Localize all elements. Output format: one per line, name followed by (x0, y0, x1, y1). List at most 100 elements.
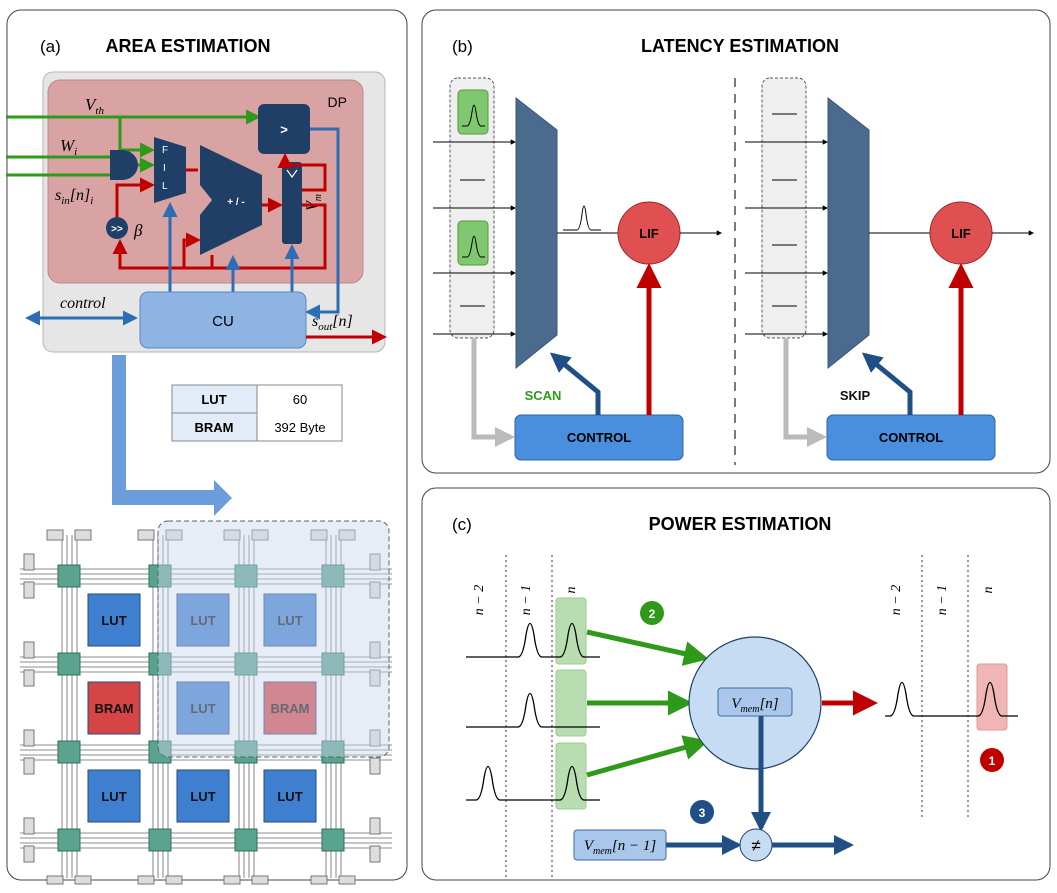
svg-text:+ / -: + / - (227, 197, 245, 208)
input-spike-train (466, 692, 600, 728)
lut-cell (263, 769, 317, 823)
bram-cell (87, 681, 141, 735)
wi-label: Wi (60, 136, 77, 158)
adder-subtractor-block (200, 145, 262, 255)
mapped-region (157, 520, 390, 758)
lut-cell (176, 681, 230, 735)
vmem-prev-label: Vmem[n − 1] (584, 838, 657, 857)
io-pad (369, 729, 381, 747)
vmem-label: Vmem[n] (731, 696, 778, 715)
io-pad (369, 553, 381, 571)
cell-label: BRAM (95, 701, 134, 716)
resource-table: LUT 60 BRAM 392 Byte (171, 384, 343, 442)
io-pad (23, 553, 35, 571)
table-cell: BRAM (195, 420, 234, 435)
svg-text:1: 1 (989, 754, 996, 768)
io-pad (369, 757, 381, 775)
svg-text:CU: CU (212, 313, 234, 330)
panel-c-tag: (c) (452, 515, 472, 534)
panel-a-tag: (a) (40, 37, 61, 56)
io-pad (23, 641, 35, 659)
io-pad (137, 875, 155, 885)
io-pad (165, 875, 183, 885)
table-cell: LUT (201, 392, 226, 407)
active-input-slot (457, 89, 489, 135)
io-pad (310, 875, 328, 885)
output-spike-train (885, 681, 1018, 717)
lif-label: LIF (951, 226, 971, 241)
vmem-register (717, 687, 793, 717)
bram-cell (263, 681, 317, 735)
marker-1 (980, 748, 1004, 772)
panel-a-title: AREA ESTIMATION (106, 36, 271, 56)
switch-box (321, 828, 345, 852)
io-pad (310, 529, 328, 541)
io-pad (251, 529, 269, 541)
cell-label: LUT (277, 613, 302, 628)
io-pad (74, 529, 92, 541)
switch-box (148, 740, 172, 764)
mux-block (154, 137, 186, 203)
control-label: control (60, 295, 106, 312)
io-pad (46, 875, 64, 885)
compare-block (258, 104, 310, 154)
lut-cell (263, 593, 317, 647)
switch-box (148, 828, 172, 852)
cell-label: LUT (190, 701, 215, 716)
spike-icon (462, 235, 485, 258)
io-pad (369, 817, 381, 835)
input-spike-train (466, 622, 600, 658)
io-pad (338, 529, 356, 541)
io-pad (23, 845, 35, 863)
sout-label: sout[n] (312, 313, 353, 333)
select-arrow (861, 352, 913, 415)
panel-a: (a) AREA ESTIMATION DP Vth Wi sin[n]i F … (6, 9, 408, 885)
svg-text:3: 3 (699, 806, 706, 820)
io-pad (369, 845, 381, 863)
io-pad (23, 757, 35, 775)
io-pad (251, 875, 269, 885)
switch-box (57, 828, 81, 852)
io-pad (223, 875, 241, 885)
active-input-slot (457, 220, 489, 266)
time-label: n − 1 (519, 585, 534, 615)
cell-label: LUT (277, 789, 302, 804)
svg-text:>>: >> (111, 224, 123, 235)
cell-label: LUT (101, 789, 126, 804)
output-window (976, 663, 1008, 731)
time-label: n − 2 (472, 585, 487, 615)
marker-3 (690, 800, 714, 824)
table-cell: 60 (293, 392, 307, 407)
vth-label: Vth (85, 95, 104, 117)
svg-text:F: F (162, 145, 168, 156)
switch-box (57, 564, 81, 588)
time-label: n (564, 587, 579, 594)
vm-register (282, 162, 302, 244)
mode-label: SCAN (525, 388, 562, 403)
dp-label: DP (328, 94, 347, 110)
lif-label: LIF (639, 226, 659, 241)
inactive-window (555, 669, 587, 737)
switch-box (234, 828, 258, 852)
cell-label: LUT (101, 613, 126, 628)
switch-box (57, 652, 81, 676)
control-unit (139, 291, 307, 349)
cell-label: BRAM (271, 701, 310, 716)
io-pad (23, 669, 35, 687)
time-label: n − 1 (935, 585, 950, 615)
panel-b-tag: (b) (452, 37, 473, 56)
switch-box (148, 652, 172, 676)
spike-icon (563, 205, 601, 231)
time-label: n (981, 587, 996, 594)
sin-label: sin[n]i (55, 187, 93, 207)
marker-2 (640, 601, 664, 625)
control-label: CONTROL (879, 430, 943, 445)
io-pad (223, 529, 241, 541)
selector-block (827, 96, 870, 370)
panel-c-title: POWER ESTIMATION (649, 514, 832, 534)
selector-block (515, 96, 558, 370)
cell-label: LUT (190, 613, 215, 628)
buffer-arrow (783, 338, 827, 447)
